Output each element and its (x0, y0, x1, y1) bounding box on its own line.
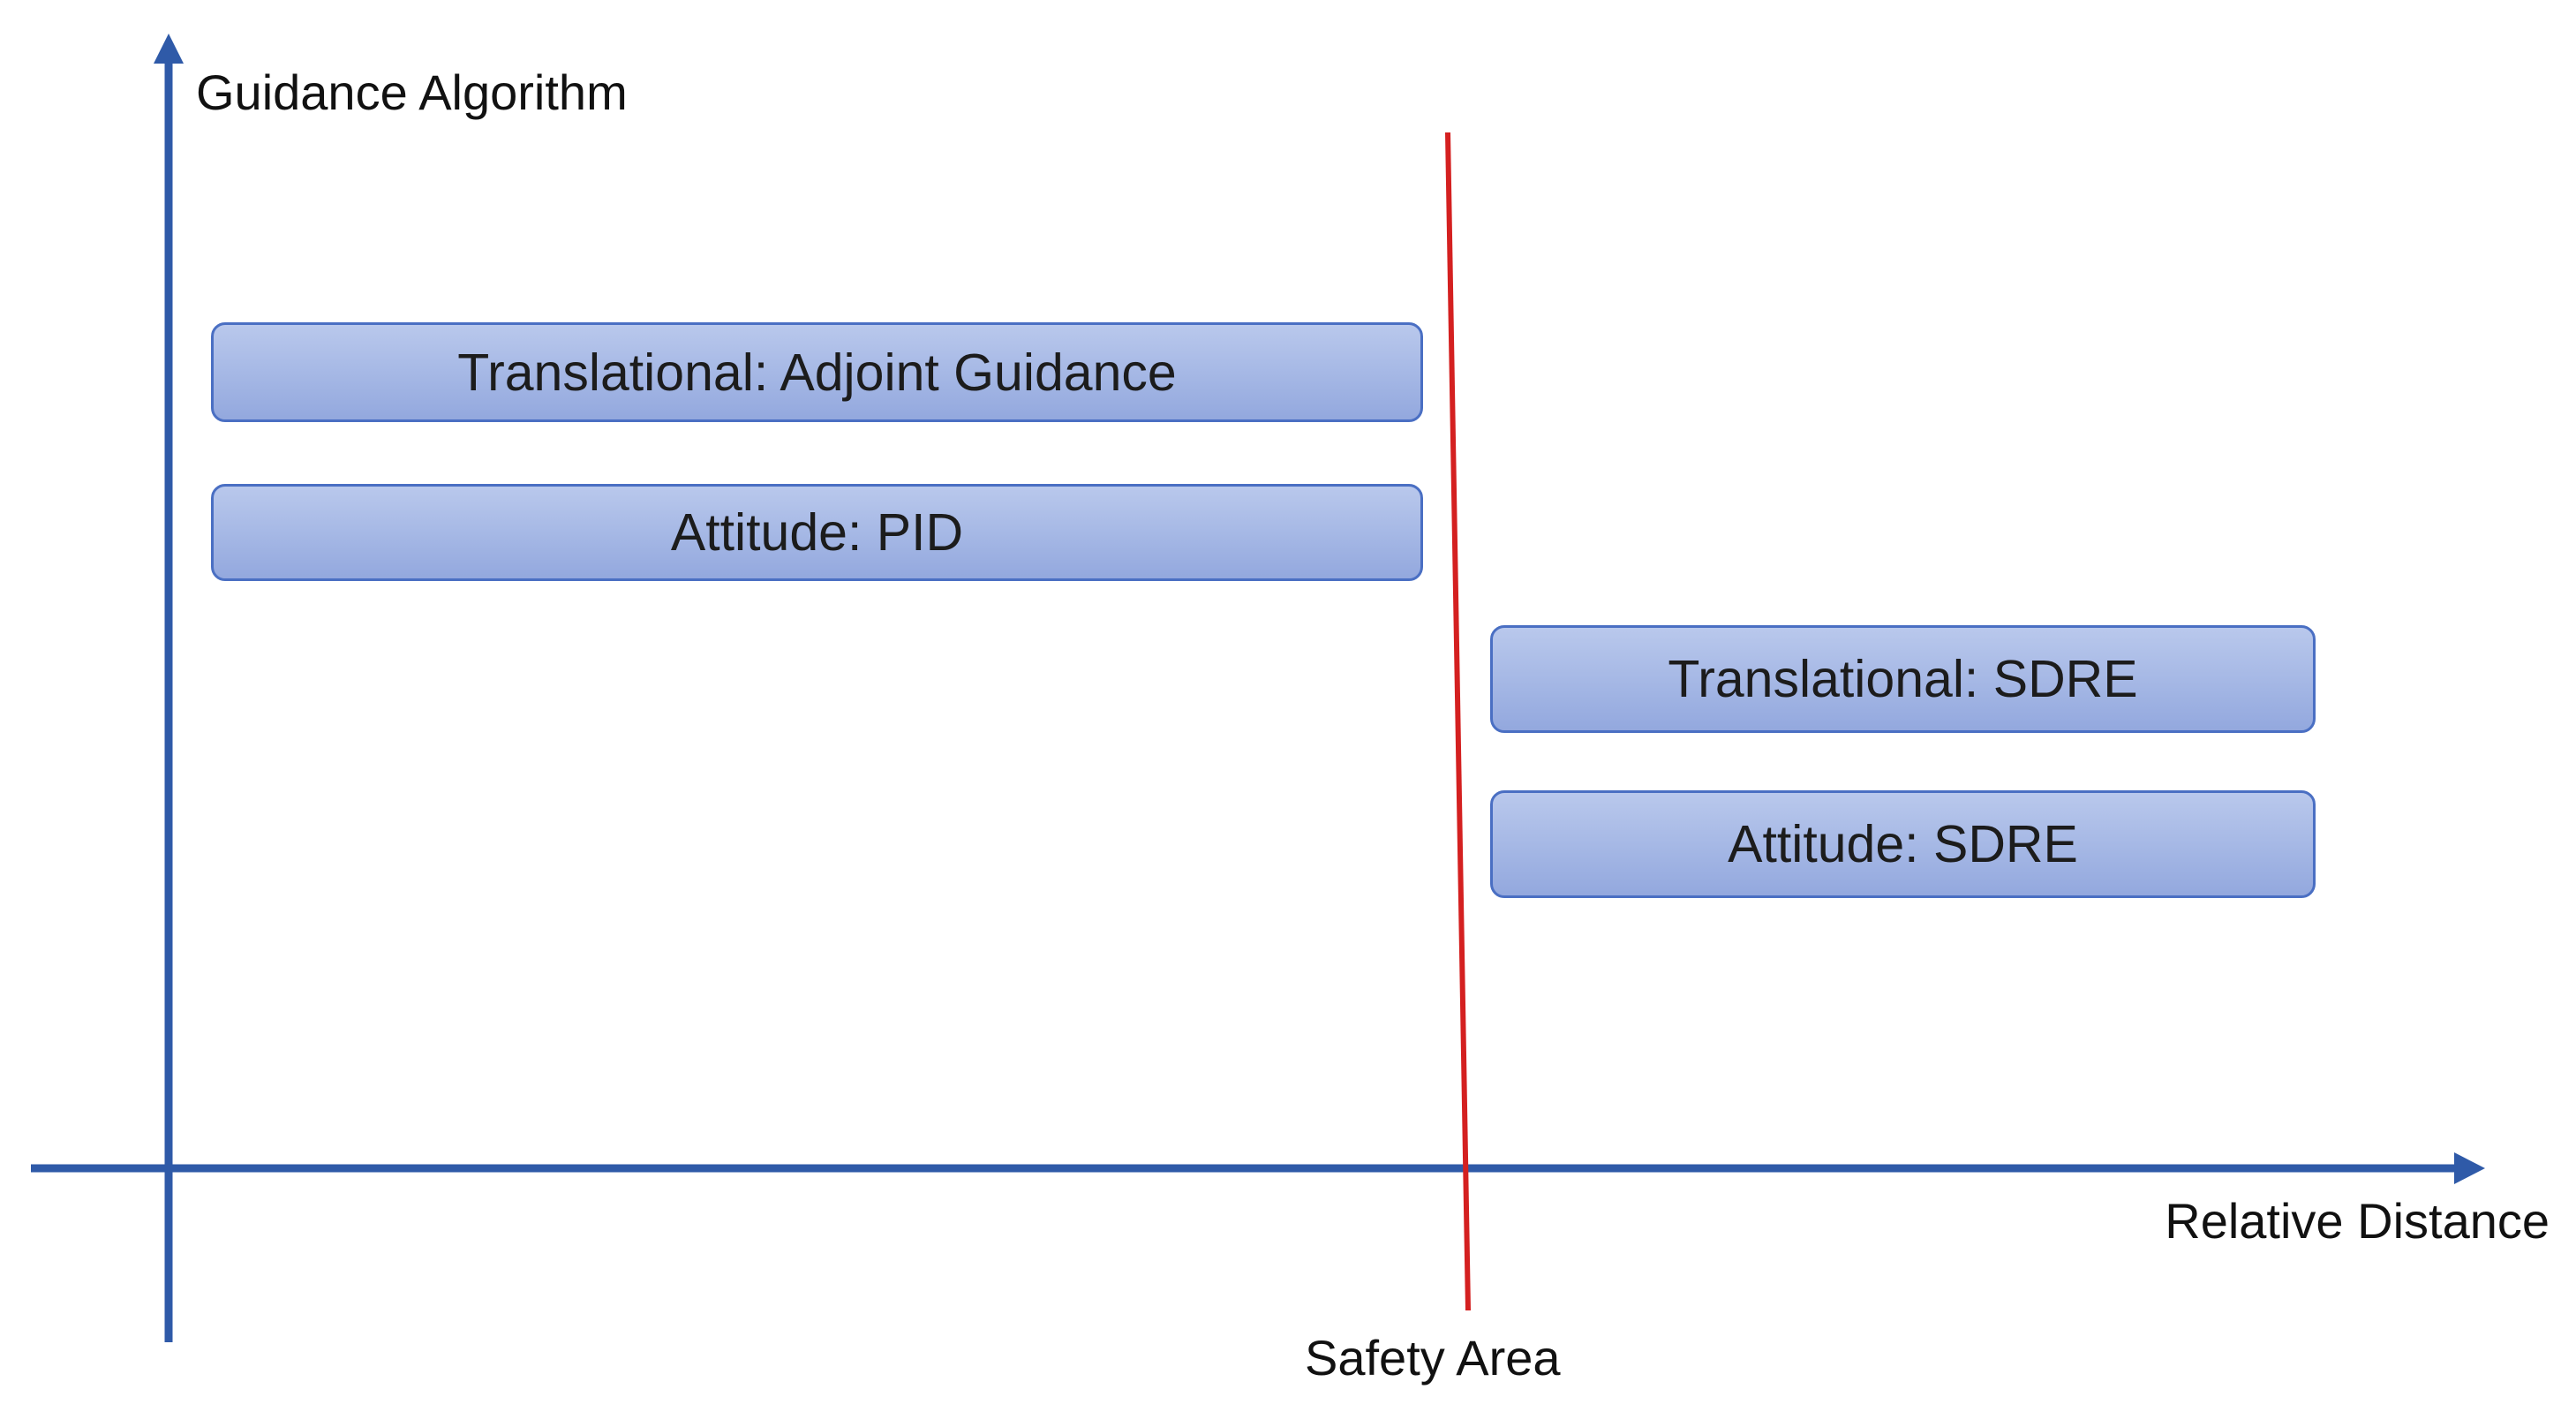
x-axis-arrowhead (2454, 1152, 2485, 1184)
safety-area-line (1445, 132, 1471, 1311)
y-axis-arrowhead (154, 34, 184, 64)
x-axis-label: Relative Distance (2165, 1193, 2550, 1249)
translational-adjoint-guidance-label: Translational: Adjoint Guidance (457, 343, 1177, 402)
safety-area-label: Safety Area (1305, 1330, 1561, 1386)
translational-adjoint-guidance-box: Translational: Adjoint Guidance (211, 322, 1423, 422)
attitude-sdre-label: Attitude: SDRE (1728, 815, 2078, 873)
attitude-pid-label: Attitude: PID (670, 503, 964, 562)
attitude-sdre-box: Attitude: SDRE (1490, 790, 2316, 898)
translational-sdre-box: Translational: SDRE (1490, 625, 2316, 733)
translational-sdre-label: Translational: SDRE (1668, 650, 2138, 708)
y-axis-label: Guidance Algorithm (196, 64, 628, 120)
attitude-pid-box: Attitude: PID (211, 484, 1423, 581)
